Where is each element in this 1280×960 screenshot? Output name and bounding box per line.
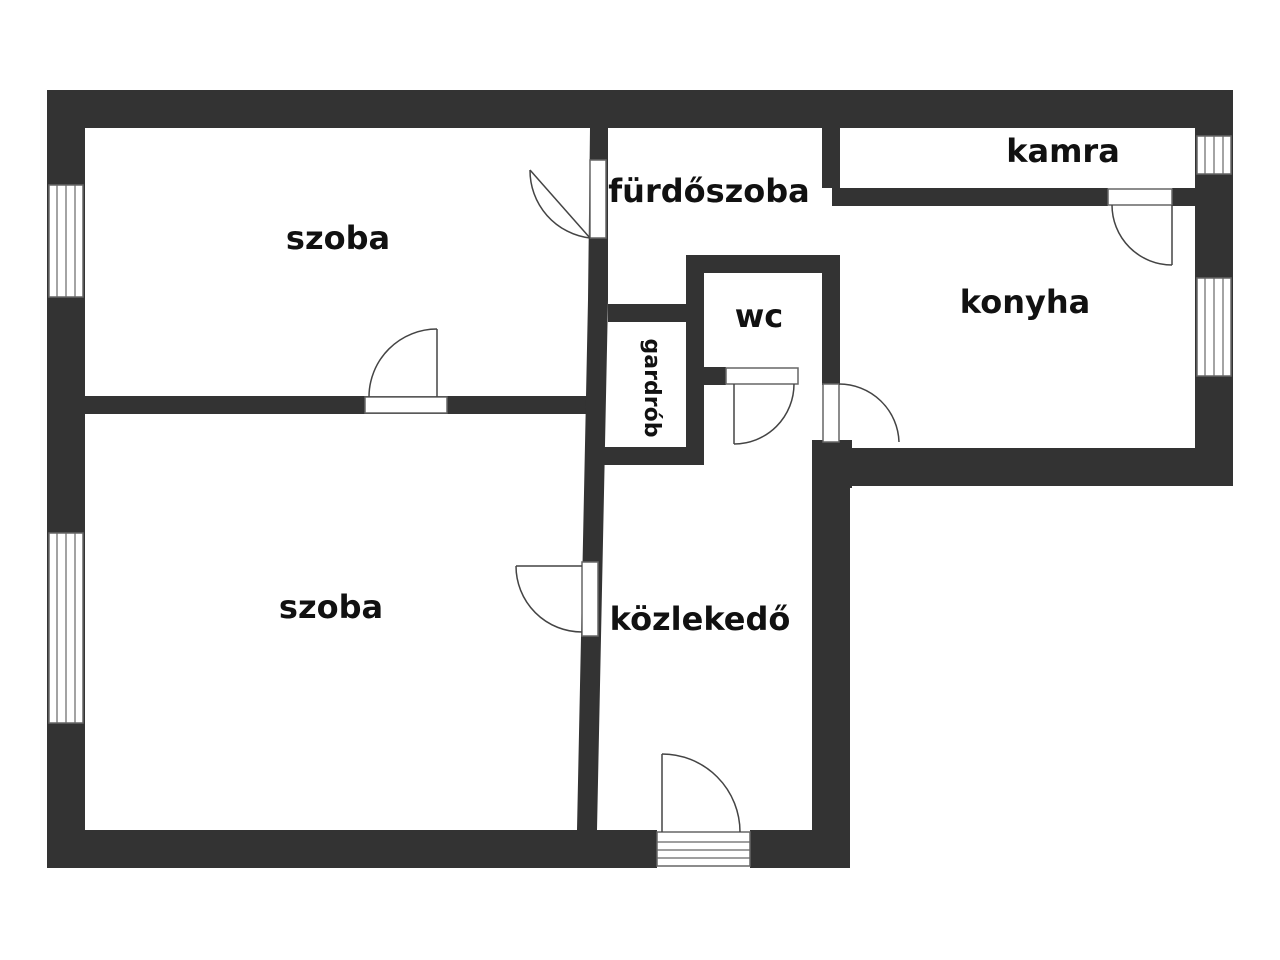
wall-gardrob-bottom <box>604 447 704 465</box>
wall-rooms-divider <box>85 396 590 414</box>
door-szoba-bottom <box>515 561 599 637</box>
door-entrance <box>661 753 741 833</box>
door-konyha <box>822 383 900 443</box>
wall-bottom-left <box>47 830 657 868</box>
room-label-kozlekedo: közlekedő <box>610 600 791 638</box>
window-left-lower <box>48 532 84 724</box>
door-szoba-top-to-bath <box>529 159 607 239</box>
wall-wc-top <box>686 255 840 273</box>
room-label-furdoszoba: fürdőszoba <box>608 172 810 210</box>
wall-wc-bottom <box>704 367 726 385</box>
room-label-kamra: kamra <box>1006 132 1120 170</box>
room-label-szoba-bottom: szoba <box>279 588 383 626</box>
room-label-konyha: konyha <box>960 283 1090 321</box>
wall-top <box>47 90 1233 128</box>
interior-walls <box>85 128 1233 830</box>
doors <box>364 159 1173 833</box>
room-label-wc: wc <box>735 297 784 335</box>
window-entrance <box>656 831 751 867</box>
room-label-szoba-top: szoba <box>286 219 390 257</box>
wall-bath-bottom <box>608 304 686 322</box>
door-kamra <box>1107 188 1173 266</box>
window-right-konyha <box>1196 277 1232 377</box>
door-wc <box>725 367 799 445</box>
wall-corridor-top <box>812 440 852 488</box>
wall-kamra-bottom <box>832 188 1108 206</box>
windows <box>48 135 1232 867</box>
wall-gardrob-right <box>686 255 704 465</box>
wall-right-lower <box>812 485 850 868</box>
window-left-upper <box>48 184 84 298</box>
room-label-gardrob: gardrób <box>639 339 664 438</box>
window-right-kamra <box>1196 135 1232 175</box>
wall-left-rooms-right <box>577 128 608 830</box>
door-szoba-divider <box>364 328 448 414</box>
wall-kitchen-bottom <box>812 448 1233 486</box>
wall-wc-right <box>822 255 840 385</box>
room-labels: szoba szoba fürdőszoba kamra konyha wc g… <box>279 132 1120 638</box>
wall-kamra-bottom-right <box>1172 188 1233 206</box>
wall-bath-right <box>822 128 840 188</box>
